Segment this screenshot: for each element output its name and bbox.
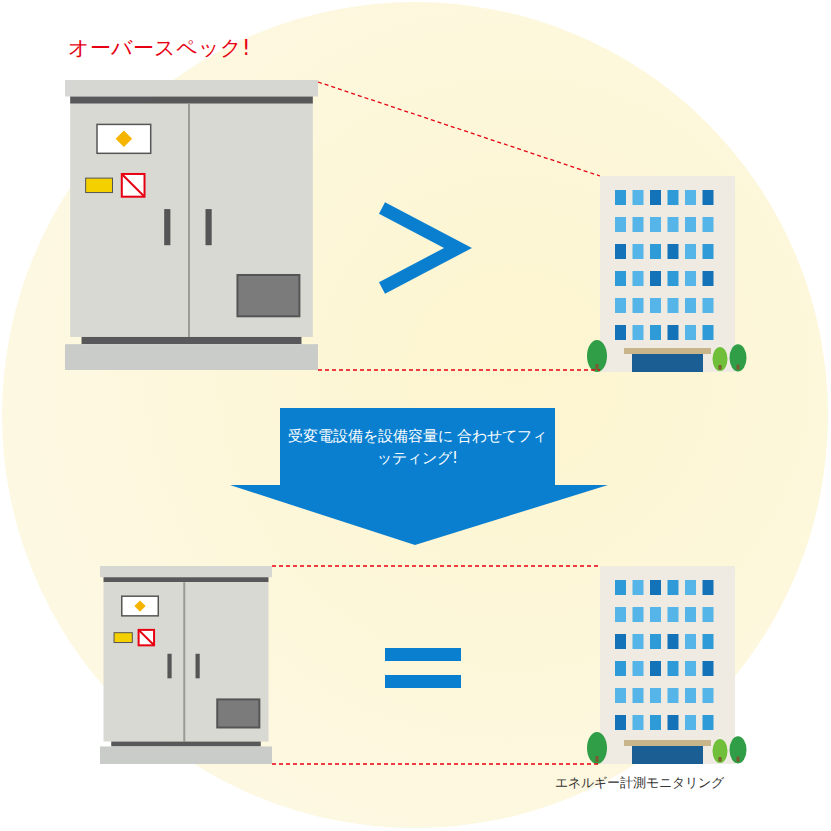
cabinet-large — [65, 80, 318, 370]
down-arrow-shape — [230, 408, 608, 545]
caption-label: エネルギー計測モニタリング — [555, 774, 724, 792]
building-bottom — [587, 566, 747, 764]
equals-symbol — [385, 648, 461, 688]
cabinet-small — [100, 566, 272, 764]
arrow-text-box: 受変電設備を設備容量に 合わせてフィッティング! — [282, 410, 553, 484]
warning-label: オーバースペック! — [68, 34, 250, 62]
greater-than-symbol — [382, 208, 458, 288]
arrow-text: 受変電設備を設備容量に 合わせてフィッティング! — [282, 425, 553, 470]
building-top — [587, 176, 747, 372]
